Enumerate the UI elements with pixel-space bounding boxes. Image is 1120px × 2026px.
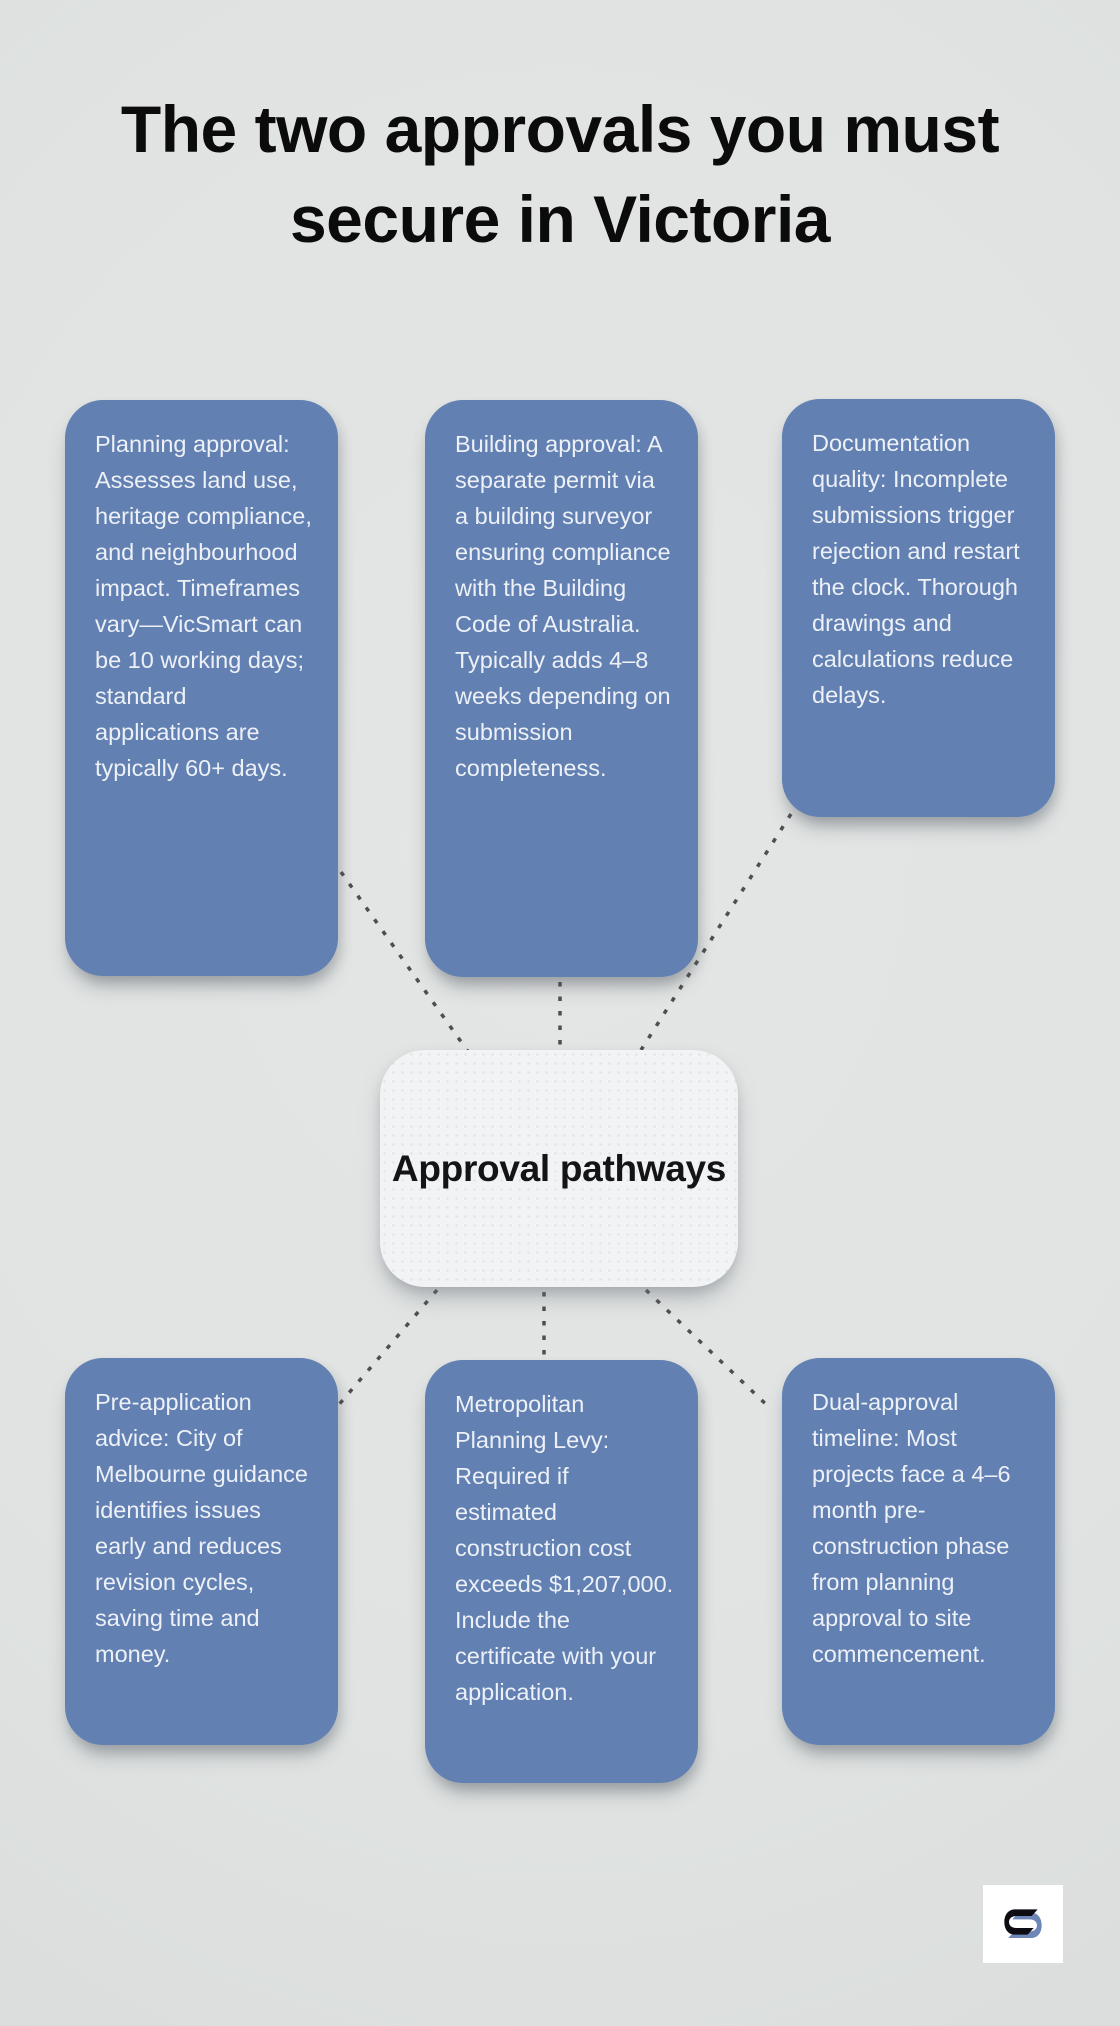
card-metropolitan-planning-levy: Metropolitan Planning Levy: Required if …	[425, 1360, 698, 1783]
card-text: Documentation quality: Incomplete submis…	[812, 430, 1020, 708]
central-node-label: Approval pathways	[391, 1148, 727, 1189]
central-node: Approval pathways	[380, 1050, 738, 1287]
card-pre-application-advice: Pre-application advice: City of Melbourn…	[65, 1358, 338, 1745]
card-planning-approval: Planning approval: Assesses land use, he…	[65, 400, 338, 976]
page-title: The two approvals you must secure in Vic…	[120, 92, 1000, 256]
card-text: Building approval: A separate permit via…	[455, 431, 671, 781]
brand-logo	[983, 1885, 1063, 1963]
card-text: Pre-application advice: City of Melbourn…	[95, 1389, 308, 1667]
brand-logo-icon	[1004, 1909, 1042, 1938]
card-building-approval: Building approval: A separate permit via…	[425, 400, 698, 977]
card-documentation-quality: Documentation quality: Incomplete submis…	[782, 399, 1055, 817]
connector-line-bottom-left	[334, 1288, 439, 1410]
card-text: Metropolitan Planning Levy: Required if …	[455, 1391, 674, 1705]
card-dual-approval-timeline: Dual-approval timeline: Most projects fa…	[782, 1358, 1055, 1745]
card-text: Planning approval: Assesses land use, he…	[95, 431, 312, 781]
card-text: Dual-approval timeline: Most projects fa…	[812, 1389, 1011, 1667]
